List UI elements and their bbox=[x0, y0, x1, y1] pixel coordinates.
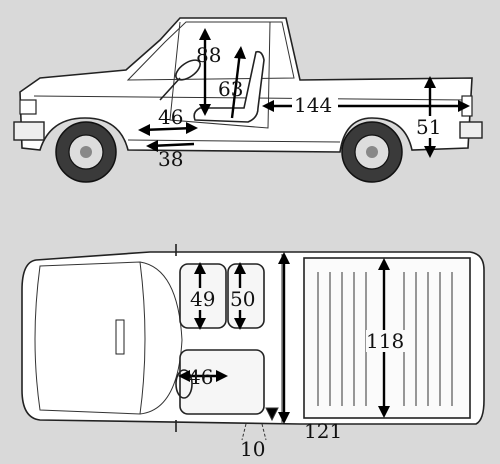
dim-seatback-angle: 63 bbox=[218, 77, 243, 101]
seat-lower bbox=[179, 349, 265, 415]
front-wheel bbox=[55, 121, 117, 183]
rear-wheel bbox=[341, 121, 403, 183]
dim-wheelbase-gap: 10 bbox=[240, 437, 265, 461]
side-body bbox=[19, 17, 473, 153]
dim-bed-overall: 121 bbox=[304, 419, 342, 443]
top-view: 49 50 46 118 1 bbox=[21, 244, 485, 461]
side-view: 88 63 144 51 46 38 bbox=[13, 17, 483, 183]
dim-seat-width-left: 49 bbox=[190, 287, 215, 311]
dim-cargo-length: 144 bbox=[294, 93, 332, 117]
seat-height-arrow bbox=[146, 140, 195, 152]
steering-wheel-top-icon bbox=[175, 369, 193, 399]
bed-slats bbox=[317, 272, 453, 406]
seat-lower-arrow bbox=[178, 370, 228, 382]
dim-legroom: 46 bbox=[158, 105, 183, 129]
side-rocker bbox=[127, 139, 341, 143]
dim-bed-depth: 51 bbox=[416, 115, 441, 139]
legroom-arrow bbox=[138, 122, 198, 136]
dim-seat-width-right: 50 bbox=[230, 287, 255, 311]
dim-headroom-front: 88 bbox=[196, 43, 221, 67]
cab-width-arrow bbox=[278, 252, 290, 424]
grille bbox=[115, 319, 125, 355]
side-door bbox=[169, 21, 271, 129]
wheelbase-marks bbox=[241, 407, 279, 441]
dim-seat-width-lower: 46 bbox=[188, 365, 213, 389]
rear-bumper bbox=[459, 121, 483, 139]
seatback-arrow bbox=[230, 46, 246, 119]
dim-seat-height: 38 bbox=[158, 147, 183, 171]
headroom-arrow bbox=[199, 28, 211, 116]
side-window bbox=[126, 21, 295, 81]
headlight bbox=[19, 99, 37, 115]
dim-bed-width: 118 bbox=[366, 329, 404, 353]
side-seat bbox=[193, 50, 265, 123]
steering-wheel-icon bbox=[159, 59, 201, 101]
front-bumper bbox=[13, 121, 45, 141]
windshield bbox=[139, 261, 183, 415]
